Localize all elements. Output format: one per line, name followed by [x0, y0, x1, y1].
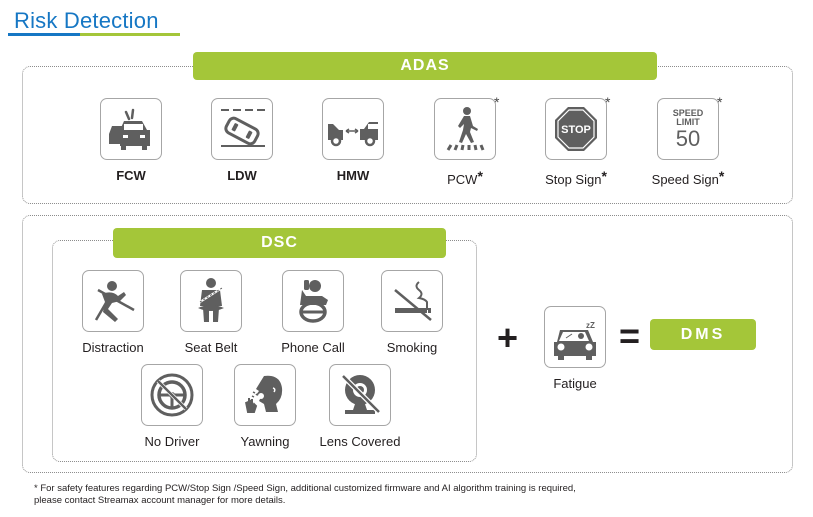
no-driver-icon [141, 364, 203, 426]
feature-no-driver: No Driver [117, 364, 227, 449]
underline-green-segment [80, 33, 180, 36]
stop-sign-text: STOP [561, 124, 591, 136]
feature-label: Stop Sign* [545, 168, 607, 187]
feature-fcw: FCW [76, 98, 186, 183]
page-title: Risk Detection [14, 8, 159, 33]
feature-label: Seat Belt [184, 340, 238, 355]
feature-label: Speed Sign* [651, 168, 725, 187]
lane-departure-icon [211, 98, 273, 160]
feature-smoking: Smoking [357, 270, 467, 355]
svg-text:50: 50 [676, 126, 700, 151]
feature-fatigue: zZ Fatigue [520, 306, 630, 391]
feature-label: Yawning [240, 434, 290, 449]
svg-text:SPEED: SPEED [673, 108, 704, 118]
pedestrian-crossing-icon [434, 98, 496, 160]
asterisk-marker: * [494, 94, 500, 110]
feature-ldw: LDW [187, 98, 297, 183]
asterisk-marker: * [605, 94, 611, 110]
stop-sign-icon: STOP [545, 98, 607, 160]
feature-label: LDW [227, 168, 257, 183]
feature-phone-call: Phone Call [258, 270, 368, 355]
yawning-icon [234, 364, 296, 426]
seat-belt-icon [180, 270, 242, 332]
footnote-line-2: please contact Streamax account manager … [34, 495, 286, 506]
lens-covered-icon [329, 364, 391, 426]
feature-label: No Driver [144, 434, 200, 449]
feature-label: FCW [116, 168, 146, 183]
speed-limit-sign-icon: SPEED LIMIT 50 [657, 98, 719, 160]
feature-speed-sign: * SPEED LIMIT 50 Speed Sign* [633, 94, 743, 187]
feature-stop-sign: * STOP Stop Sign* [521, 94, 631, 187]
adas-header: ADAS [193, 52, 657, 80]
distraction-icon [82, 270, 144, 332]
svg-text:LIMIT: LIMIT [676, 117, 700, 127]
footnote: * For safety features regarding PCW/Stop… [34, 483, 734, 507]
asterisk-marker: * [717, 94, 723, 110]
feature-pcw: * PCW* [410, 94, 520, 187]
svg-text:zZ: zZ [586, 321, 595, 330]
dms-result-badge: DMS [650, 319, 756, 350]
feature-seat-belt: Seat Belt [156, 270, 266, 355]
feature-label: Distraction [82, 340, 144, 355]
feature-lens-covered: Lens Covered [305, 364, 415, 449]
forward-collision-icon [100, 98, 162, 160]
no-smoking-icon [381, 270, 443, 332]
phone-call-icon [282, 270, 344, 332]
feature-distraction: Distraction [58, 270, 168, 355]
feature-label: Fatigue [553, 376, 597, 391]
feature-label: HMW [336, 168, 370, 183]
plus-operator: + [497, 317, 519, 358]
headway-monitoring-icon [322, 98, 384, 160]
feature-label: Smoking [386, 340, 438, 355]
dsc-header: DSC [113, 228, 446, 258]
fatigue-driver-icon: zZ [544, 306, 606, 368]
feature-label: Phone Call [281, 340, 345, 355]
footnote-line-1: * For safety features regarding PCW/Stop… [34, 483, 576, 494]
feature-hmw: HMW [298, 98, 408, 183]
equals-operator: = [619, 315, 641, 356]
underline-blue-segment [8, 33, 80, 36]
title-underline [8, 33, 180, 36]
dms-section-border [22, 215, 793, 473]
feature-label: PCW* [447, 168, 483, 187]
feature-label: Lens Covered [319, 434, 401, 449]
feature-yawning: Yawning [210, 364, 320, 449]
